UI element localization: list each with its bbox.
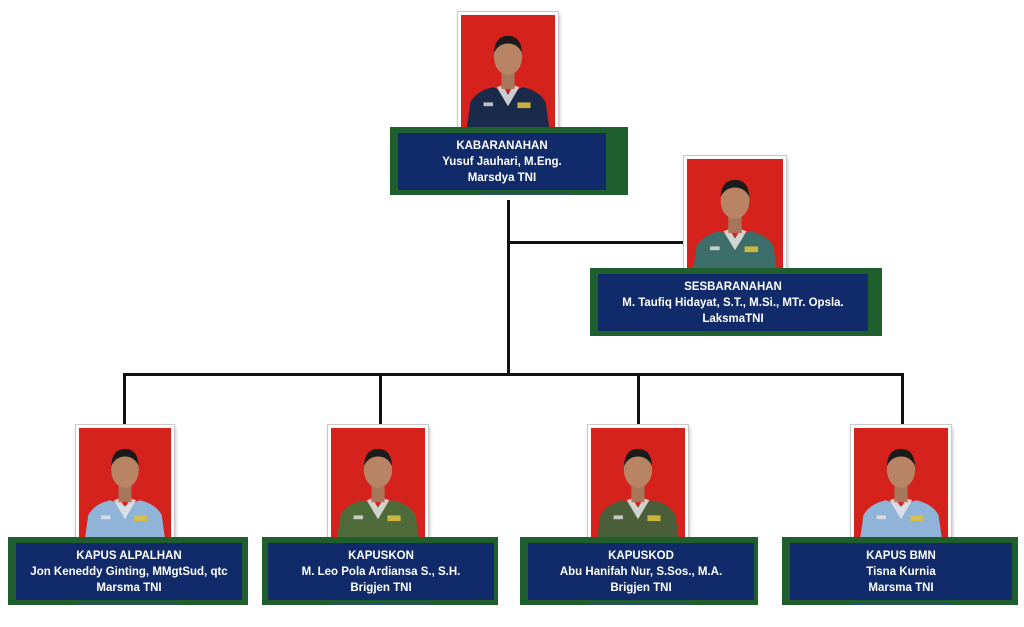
connector-kapuskod xyxy=(637,373,640,428)
kapus-bmn-name: Tisna Kurnia xyxy=(866,565,936,578)
kapuskon-photo xyxy=(328,425,428,545)
kapus-alpalhan-rank: Marsma TNI xyxy=(96,581,162,594)
portrait-silhouette xyxy=(687,159,783,273)
connector-horizontal-bar xyxy=(123,373,904,376)
kapuskon-rank: Brigjen TNI xyxy=(350,581,412,594)
kapuskod-photo xyxy=(588,425,688,545)
kapuskon-name: M. Leo Pola Ardiansa S., S.H. xyxy=(301,565,461,578)
kabaranahan-rank: Marsdya TNI xyxy=(467,171,537,184)
portrait-silhouette xyxy=(854,428,948,542)
kapuskod-name: Abu Hanifah Nur, S.Sos., M.A. xyxy=(559,565,723,578)
kabaranahan-card: KABARANAHAN Yusuf Jauhari, M.Eng. Marsdy… xyxy=(390,127,628,199)
kabaranahan-name: Yusuf Jauhari, M.Eng. xyxy=(442,155,562,168)
kabaranahan-photo xyxy=(458,12,558,132)
portrait-silhouette xyxy=(461,15,555,129)
sesbaranahan-name: M. Taufiq Hidayat, S.T., M.Si., MTr. Ops… xyxy=(622,296,844,309)
kabaranahan-position: KABARANAHAN xyxy=(456,139,548,152)
sesbaranahan-card: SESBARANAHAN M. Taufiq Hidayat, S.T., M.… xyxy=(590,268,882,340)
connector-trunk xyxy=(507,200,510,376)
connector-kapus-alpalhan xyxy=(123,373,126,428)
kapus-alpalhan-photo xyxy=(76,425,174,545)
kapus-alpalhan-position: KAPUS ALPALHAN xyxy=(76,549,182,562)
sesbaranahan-photo xyxy=(684,156,786,276)
kapuskon-position: KAPUSKON xyxy=(348,549,414,562)
connector-kapus-bmn xyxy=(901,373,904,428)
kapus-bmn-position: KAPUS BMN xyxy=(866,549,936,562)
portrait-silhouette xyxy=(331,428,425,542)
kapus-alpalhan-name: Jon Keneddy Ginting, MMgtSud, qtc xyxy=(30,565,228,578)
kapuskod-card: KAPUSKOD Abu Hanifah Nur, S.Sos., M.A. B… xyxy=(520,537,758,609)
kapuskon-card: KAPUSKON M. Leo Pola Ardiansa S., S.H. B… xyxy=(262,537,498,609)
sesbaranahan-rank: LaksmaTNI xyxy=(702,312,764,325)
sesbaranahan-position: SESBARANAHAN xyxy=(684,280,782,293)
connector-kapuskon xyxy=(379,373,382,428)
kapus-alpalhan-card: KAPUS ALPALHAN Jon Keneddy Ginting, MMgt… xyxy=(8,537,248,609)
kapuskod-position: KAPUSKOD xyxy=(608,549,674,562)
kapus-bmn-rank: Marsma TNI xyxy=(868,581,934,594)
kapus-bmn-card: KAPUS BMN Tisna Kurnia Marsma TNI xyxy=(782,537,1018,609)
kapuskod-rank: Brigjen TNI xyxy=(610,581,672,594)
portrait-silhouette xyxy=(591,428,685,542)
portrait-silhouette xyxy=(79,428,171,542)
kapus-bmn-photo xyxy=(851,425,951,545)
connector-sesbaranahan xyxy=(507,241,685,244)
